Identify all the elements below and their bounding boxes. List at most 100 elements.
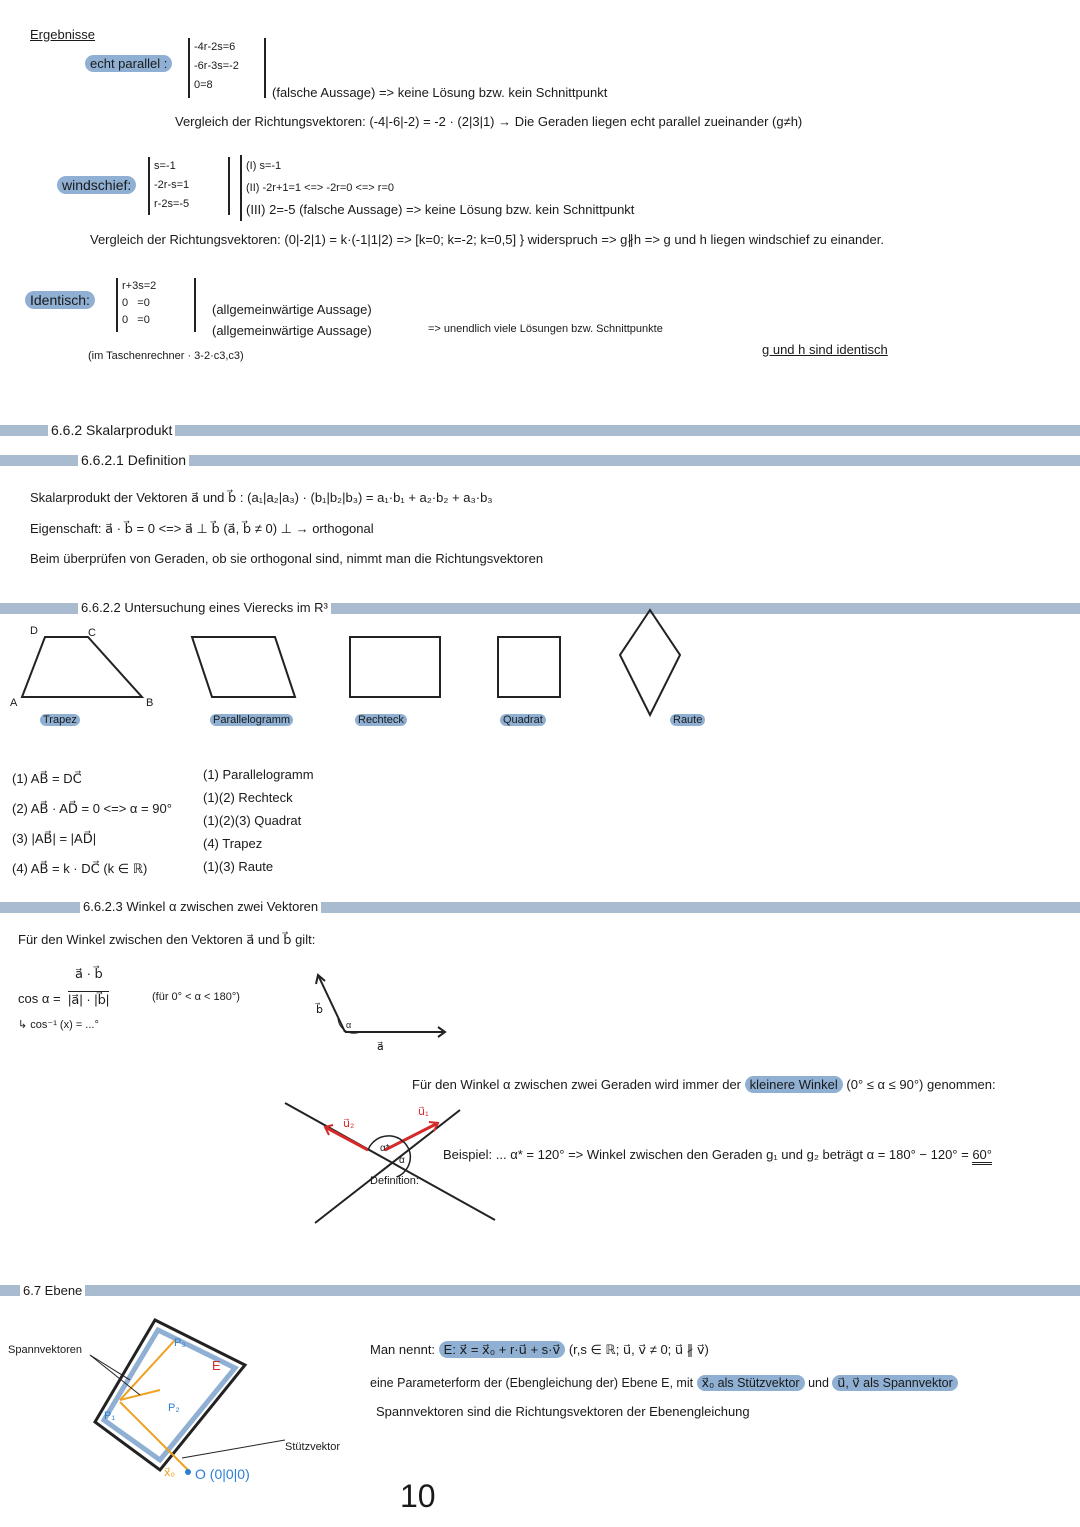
text: Man nennt: [370, 1342, 439, 1357]
section-bar [0, 1285, 1080, 1296]
windschief-compare: Vergleich der Richtungsvektoren: (0|-2|1… [90, 232, 884, 247]
p1-label: P₁ [104, 1410, 116, 1422]
formula-inverse: ↳ cos⁻¹ (x) = ...° [18, 1019, 99, 1031]
vector-a-label: a⃗ [377, 1041, 384, 1053]
diagram-label: Definition: [370, 1175, 419, 1187]
spannvektoren-label: Spannvektoren [8, 1344, 82, 1356]
condition: (3) |AB⃗| = |AD⃗| [12, 831, 97, 846]
shape-label-quadrat: Quadrat [500, 714, 546, 726]
parallelogramm-shape [190, 636, 297, 698]
p2-label: P₂ [168, 1402, 180, 1414]
section-6-6-2-3: 6.6.2.3 Winkel α zwischen zwei Vektoren [80, 899, 322, 914]
condition: (4) AB⃗ = k · DC⃗ (k ∈ ℝ) [12, 861, 148, 876]
line-intersection-diagram [284, 1102, 496, 1224]
formula-range: (für 0° < α < 180°) [152, 991, 240, 1003]
matrix-parallel: -4r-2s=6 -6r-3s=-2 0=8 [188, 38, 266, 98]
section-bar [0, 902, 1080, 913]
p3-label: P₃ [174, 1337, 186, 1349]
stuetzvektor-label: Stützvektor [285, 1441, 341, 1453]
matrix-identisch: r+3s=2 0 =0 0 =0 [116, 278, 196, 332]
matrix-row: 0=8 [194, 79, 213, 91]
winkel-intro: Für den Winkel zwischen den Vektoren a⃗ … [18, 932, 316, 947]
text: Beispiel: ... α* = 120° => Winkel zwisch… [443, 1147, 973, 1162]
label-echt-parallel: echt parallel : [85, 55, 173, 72]
classification: (1)(2) Rechteck [203, 790, 293, 805]
conditions-list: (1) AB⃗ = DC⃗(2) AB⃗ · AD⃗ = 0 <=> α = 9… [12, 764, 172, 884]
section-6-6-2-1: 6.6.2.1 Definition [78, 452, 190, 468]
formula-denominator: |a⃗| · |b⃗| [68, 991, 110, 1007]
u2-label: u⃗₂ [343, 1118, 355, 1130]
alpha-label: α [346, 1020, 352, 1030]
plane-diagram [89, 1318, 286, 1475]
text: eine Parameterform der (Ebengleichung de… [370, 1376, 697, 1390]
identisch-stmt1: (allgemeinwärtige Aussage) [212, 302, 372, 317]
matrix-row: -2r-s=1 [154, 179, 190, 191]
example-text: Beispiel: ... α* = 120° => Winkel zwisch… [443, 1147, 992, 1165]
highlight: kleinere Winkel [744, 1076, 843, 1093]
identisch-result: => unendlich viele Lösungen bzw. Schnitt… [428, 323, 663, 335]
rechteck-shape [349, 636, 441, 698]
definition-line1: Skalarprodukt der Vektoren a⃗ und b⃗ : (… [30, 490, 493, 505]
step: (II) -2r+1=1 <=> -2r=0 <=> r=0 [246, 182, 394, 194]
section-bar [0, 455, 1080, 466]
label-identisch: Identisch: [25, 291, 95, 309]
text: (0° ≤ α ≤ 90°) genommen: [842, 1077, 996, 1092]
windschief-steps: (I) s=-1 (II) -2r+1=1 <=> -2r=0 <=> r=0 (I… [240, 155, 634, 221]
label-windschief: windschief: [57, 176, 137, 194]
quadrat-shape [497, 636, 561, 698]
vertex-label: B [146, 697, 154, 709]
ebene-line3: Spannvektoren sind die Richtungsvektoren… [376, 1404, 750, 1419]
matrix-row: 0 =0 [122, 314, 150, 326]
shape-label-trapez: Trapez [40, 714, 80, 726]
matrix-row: r+3s=2 [122, 280, 157, 292]
definition-line3: Beim überprüfen von Geraden, ob sie orth… [30, 551, 544, 566]
geraden-text: Für den Winkel α zwischen zwei Geraden w… [412, 1076, 996, 1093]
shape-label-rechteck: Rechteck [355, 714, 407, 726]
equation: E: x⃗ = x⃗₀ + r·u⃗ + s·v⃗ [438, 1341, 566, 1358]
classification-list: (1) Parallelogramm (1)(2) Rechteck (1)(2)(… [203, 763, 314, 878]
matrix-row: -4r-2s=6 [194, 41, 236, 53]
matrix-row: -6r-3s=-2 [194, 60, 239, 72]
formula-numerator: a⃗ · b⃗ [75, 966, 103, 981]
vertex-label: A [10, 697, 18, 709]
matrix-row: s=-1 [154, 160, 176, 172]
vertex-label: D [30, 625, 38, 637]
section-6-6-2-2: 6.6.2.2 Untersuchung eines Vierecks im R… [78, 600, 331, 615]
identisch-stmt2: (allgemeinwärtige Aussage) [212, 323, 372, 338]
vector-b-label: b⃗ [316, 1004, 323, 1016]
classification: (1) Parallelogramm [203, 767, 314, 782]
definition-line2: Eigenschaft: a⃗ · b⃗ = 0 <=> a⃗ ⊥ b⃗ (a⃗… [30, 521, 374, 536]
identisch-conclusion: g und h sind identisch [762, 342, 888, 357]
classification: (1)(2)(3) Quadrat [203, 813, 302, 828]
u1-label: u⃗₁ [418, 1106, 429, 1118]
quadrilaterals-diagram [20, 608, 682, 718]
heading-ergebnisse: Ergebnisse [30, 27, 96, 42]
ebene-line2: eine Parameterform der (Ebengleichung de… [370, 1375, 958, 1391]
formula-left: cos α = [18, 991, 61, 1006]
condition: (2) AB⃗ · AD⃗ = 0 <=> α = 90° [12, 801, 172, 816]
result: 60° [972, 1147, 992, 1165]
text: und [804, 1376, 833, 1390]
page-number: 10 [400, 1478, 436, 1514]
classification: (1)(3) Raute [203, 859, 274, 874]
section-bar [0, 603, 1080, 614]
shape-label-parallelogramm: Parallelogramm [210, 714, 294, 726]
parallel-compare: Vergleich der Richtungsvektoren: (-4|-6|… [175, 114, 803, 129]
vector-angle-diagram [315, 973, 447, 1038]
section-6-7: 6.7 Ebene [20, 1283, 86, 1298]
matrix-row: r-2s=-5 [154, 198, 190, 210]
step: (I) s=-1 [246, 160, 282, 172]
text: (r,s ∈ ℝ; u⃗, v⃗ ≠ 0; u⃗ ∦ v⃗) [565, 1342, 709, 1357]
text: Für den Winkel α zwischen zwei Geraden w… [412, 1077, 745, 1092]
matrix-row: 0 =0 [122, 297, 150, 309]
step: (III) 2=-5 (falsche Aussage) => keine Lö… [246, 202, 635, 217]
identisch-calc: (im Taschenrechner · 3-2·c3,c3) [88, 350, 244, 362]
section-6-6-2: 6.6.2 Skalarprodukt [48, 422, 176, 438]
raute-shape [618, 608, 682, 718]
classification: (4) Trapez [203, 836, 263, 851]
matrix-windschief: s=-1 -2r-s=1 r-2s=-5 [148, 157, 230, 215]
highlight: u⃗, v⃗ als Spannvektor [832, 1375, 958, 1391]
section-bar [0, 425, 1080, 436]
origin-label: O (0|0|0) [195, 1466, 250, 1482]
